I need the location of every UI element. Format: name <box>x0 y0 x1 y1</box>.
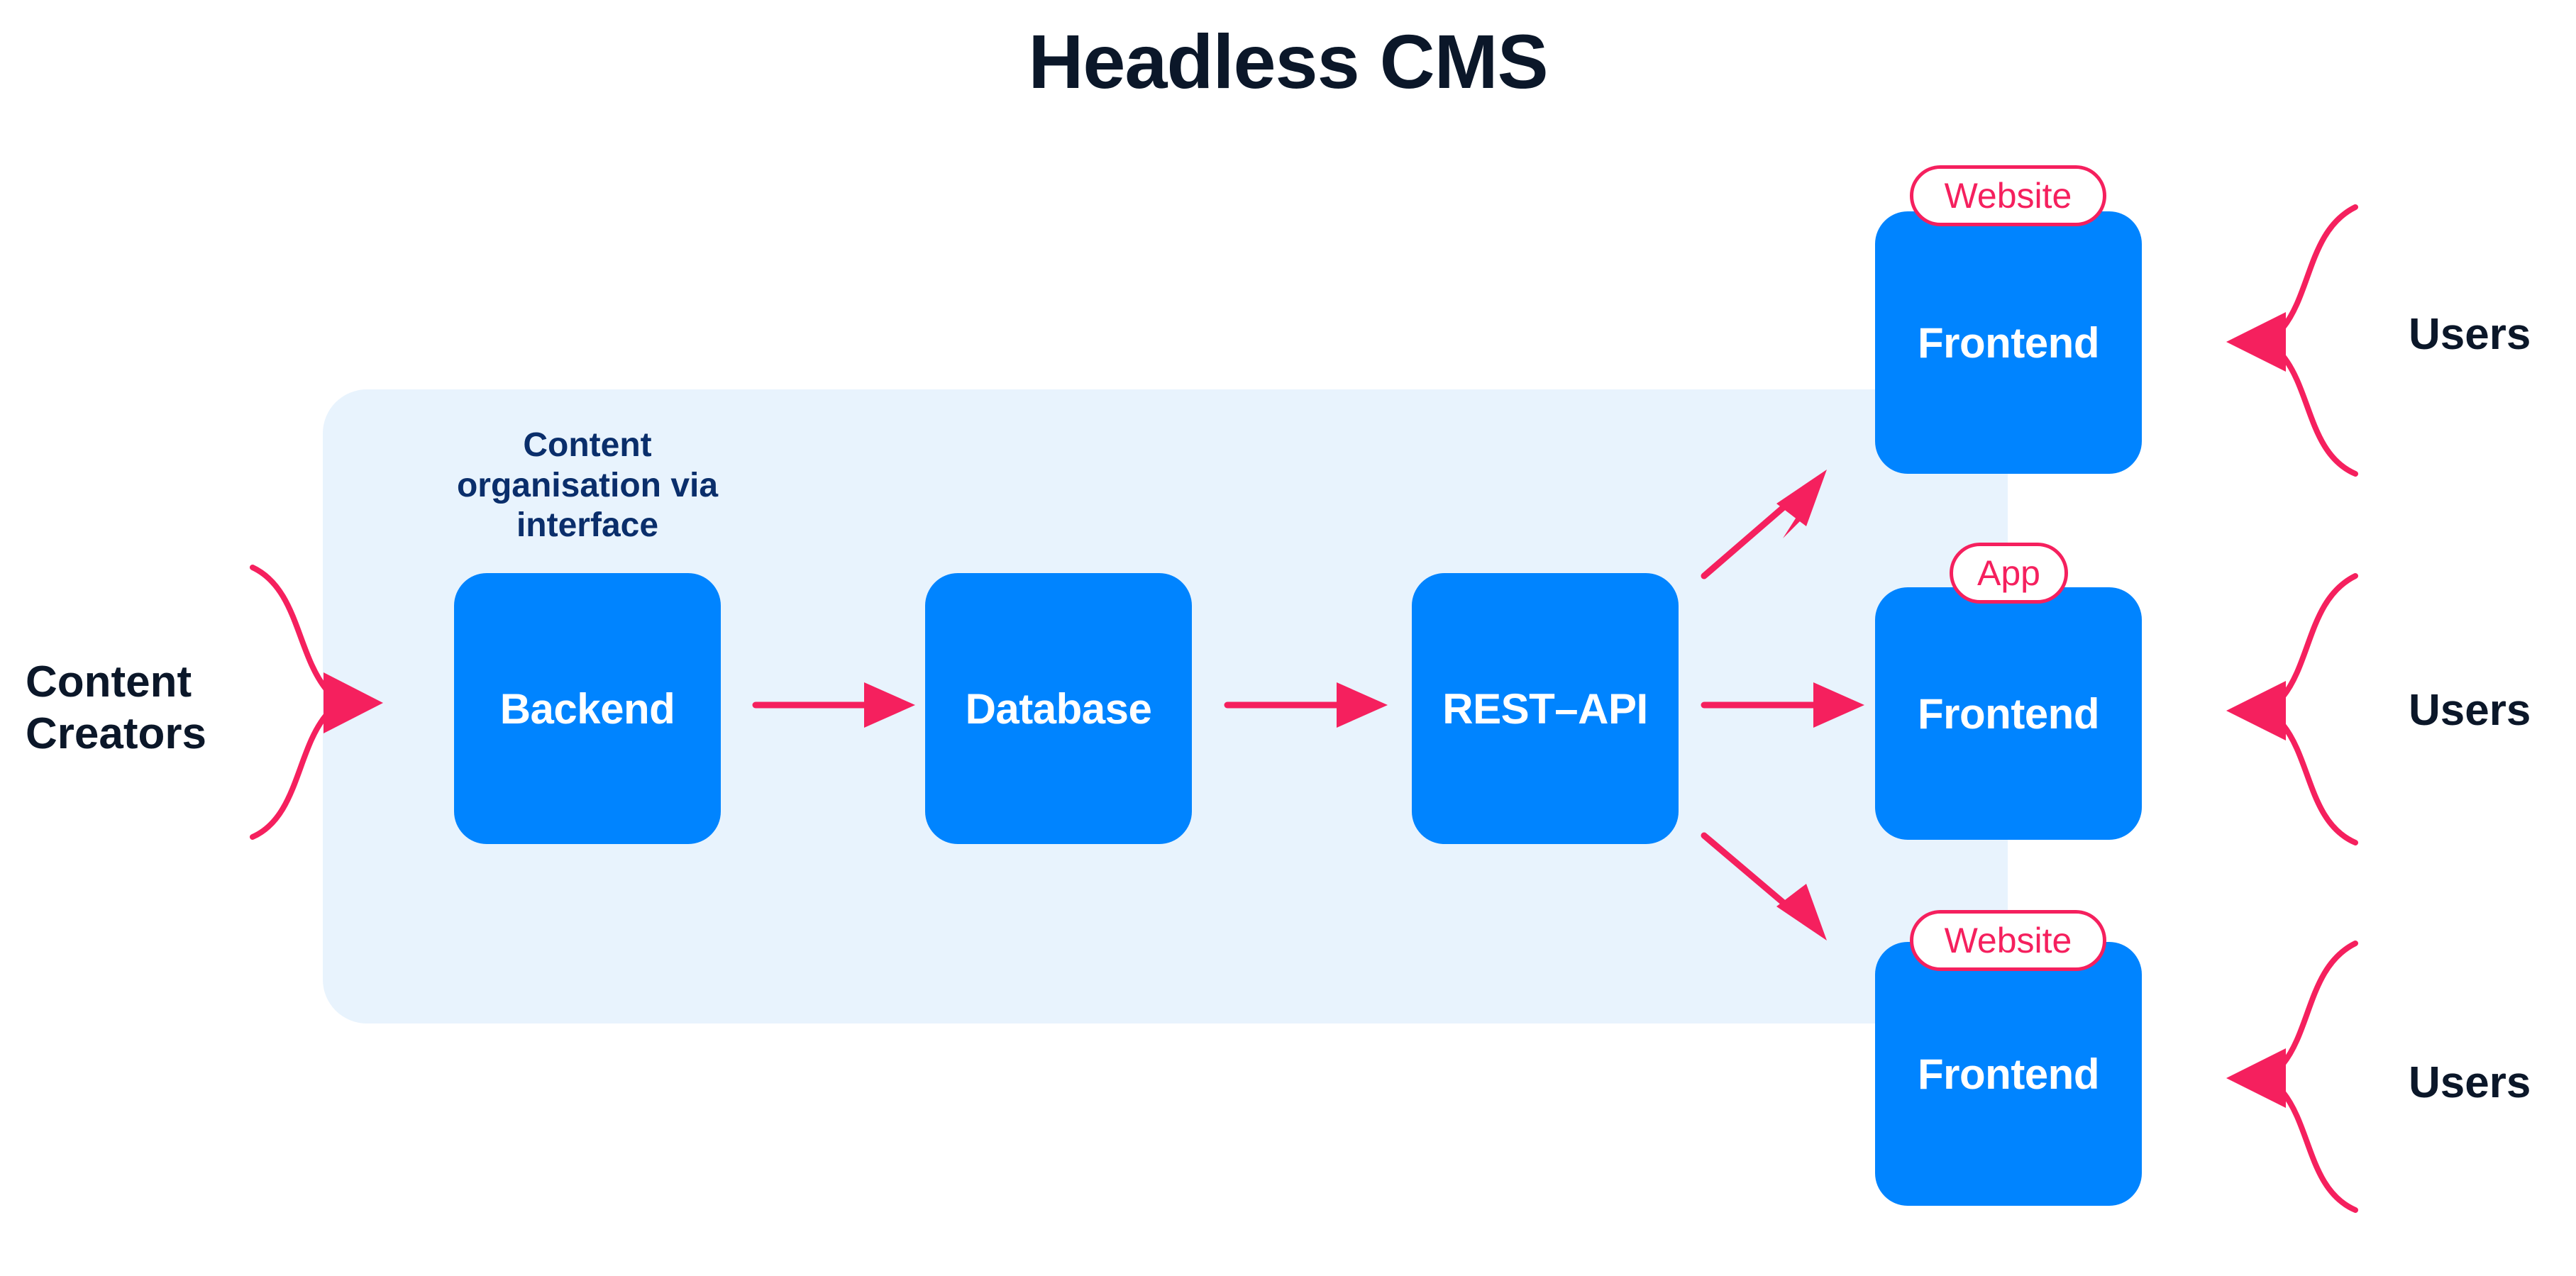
badge-app[interactable]: App <box>1950 543 2068 604</box>
label-users-bottom: Users <box>2409 1058 2531 1107</box>
brace-arrow-left-icon <box>2226 573 2358 845</box>
brace-arrow-left-icon <box>2226 941 2358 1213</box>
page-title: Headless CMS <box>1028 18 1548 104</box>
badge-website-top[interactable]: Website <box>1910 165 2106 226</box>
label-users-top: Users <box>2409 310 2531 359</box>
brace-arrow-left-icon <box>2226 204 2358 477</box>
node-frontend-app[interactable]: Frontend <box>1875 587 2142 840</box>
node-database[interactable]: Database <box>925 573 1192 844</box>
badge-website-bottom[interactable]: Website <box>1910 910 2106 971</box>
node-backend[interactable]: Backend <box>454 573 721 844</box>
label-content-creators: Content Creators <box>26 658 206 759</box>
label-users-middle: Users <box>2409 686 2531 735</box>
node-frontend-website-top[interactable]: Frontend <box>1875 211 2142 474</box>
node-rest-api[interactable]: REST–API <box>1412 573 1679 844</box>
content-organisation-caption: Content organisation via interface <box>456 426 719 545</box>
node-frontend-website-bottom[interactable]: Frontend <box>1875 942 2142 1206</box>
